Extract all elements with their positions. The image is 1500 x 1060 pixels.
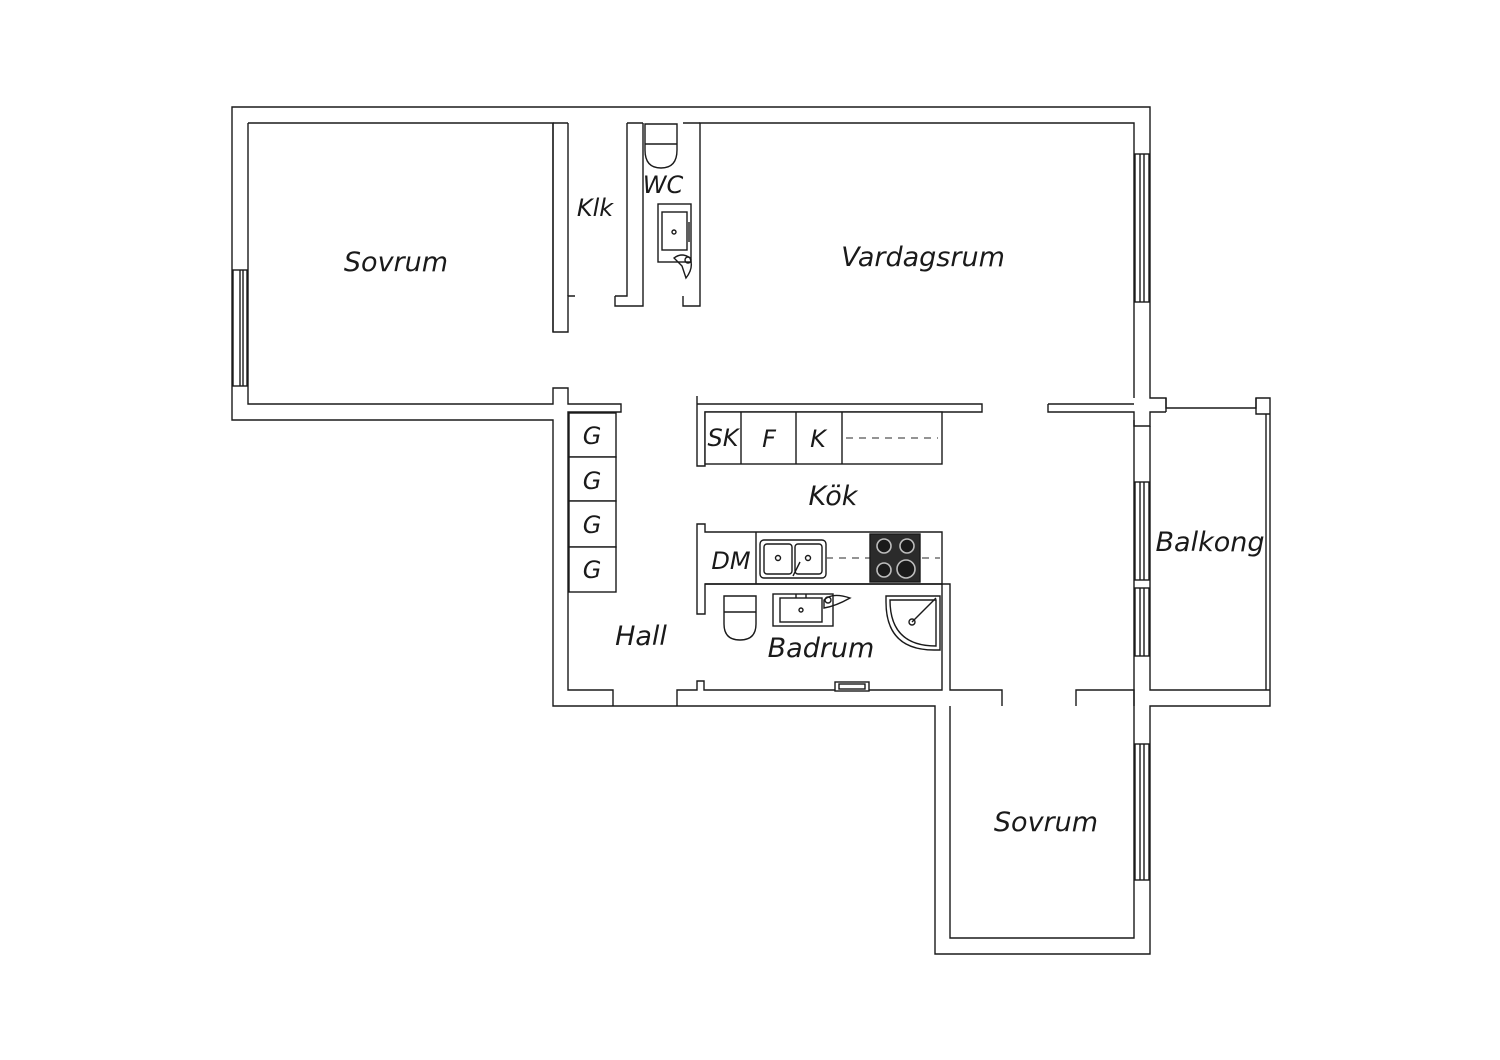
wc-fixtures — [644, 123, 693, 280]
fridge-label: F — [762, 425, 777, 453]
dishwasher-label: DM — [711, 547, 750, 575]
room-label-vardagsrum: Vardagsrum — [841, 242, 1005, 273]
wardrobe-label-4: G — [583, 556, 602, 584]
room-label-kok: Kök — [809, 481, 859, 512]
wardrobe-label-2: G — [583, 467, 602, 495]
fixture-labels: G G G G SK F K DM — [583, 422, 828, 584]
room-label-wc: WC — [643, 171, 684, 199]
freezer-label: SK — [708, 424, 741, 452]
bathroom-fixtures — [723, 593, 941, 692]
room-labels: Sovrum Klk WC Vardagsrum Kök Hall Badrum… — [344, 171, 1265, 838]
room-label-sovrum-2: Sovrum — [994, 807, 1098, 838]
room-label-klk: Klk — [577, 194, 614, 222]
wardrobes — [568, 412, 617, 593]
wardrobe-label-1: G — [583, 422, 602, 450]
room-label-balkong: Balkong — [1156, 527, 1265, 558]
room-label-hall: Hall — [615, 621, 667, 652]
room-label-sovrum: Sovrum — [344, 247, 448, 278]
windows — [232, 153, 1150, 881]
cooler-label: K — [810, 425, 828, 453]
room-label-badrum: Badrum — [768, 633, 875, 664]
kitchen-counter-top — [704, 411, 943, 465]
outer-walls — [231, 106, 1271, 955]
kitchen-counter-bottom — [696, 523, 943, 615]
wardrobe-label-3: G — [583, 511, 602, 539]
